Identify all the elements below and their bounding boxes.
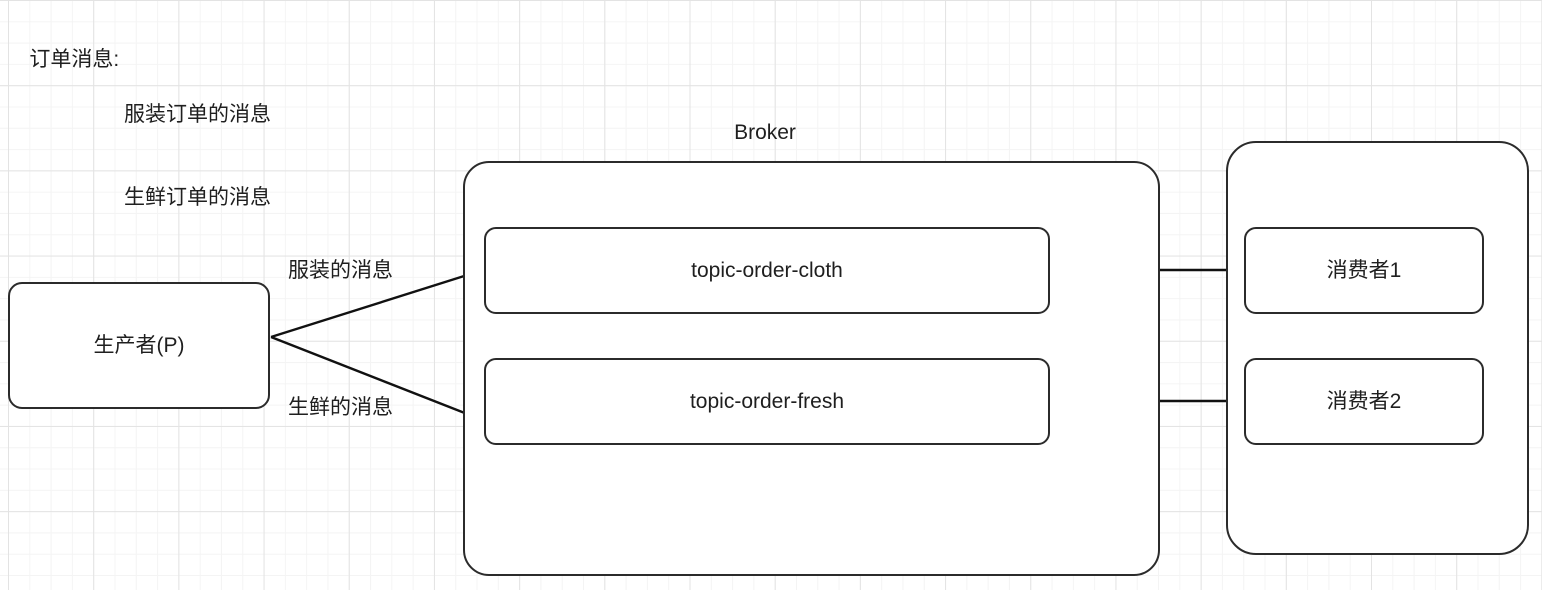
order-note-line-1: 服装订单的消息 [124, 103, 271, 127]
topic-order-fresh-box[interactable]: topic-order-fresh [484, 358, 1050, 445]
edge-label-cloth-message: 服装的消息 [288, 259, 393, 282]
broker-title: Broker [734, 121, 796, 144]
consumer2-box[interactable]: 消费者2 [1244, 358, 1484, 445]
consumer1-box[interactable]: 消费者1 [1244, 227, 1484, 314]
producer-box[interactable]: 生产者(P) [8, 282, 270, 409]
consumer2-label: 消费者2 [1326, 389, 1402, 413]
producer-label: 生产者(P) [93, 333, 185, 357]
topic-order-cloth-box[interactable]: topic-order-cloth [484, 227, 1050, 314]
order-message-note: 订单消息: 服装订单的消息 生鲜订单的消息 [6, 18, 271, 267]
topic-order-fresh-label: topic-order-fresh [689, 389, 845, 413]
consumer-group-container [1226, 141, 1529, 555]
consumer1-label: 消费者1 [1326, 258, 1402, 282]
order-note-line-2: 生鲜订单的消息 [124, 186, 271, 210]
edge-label-fresh-message: 生鲜的消息 [288, 396, 393, 419]
topic-order-cloth-label: topic-order-cloth [691, 258, 843, 282]
order-note-heading: 订单消息: [29, 47, 120, 71]
